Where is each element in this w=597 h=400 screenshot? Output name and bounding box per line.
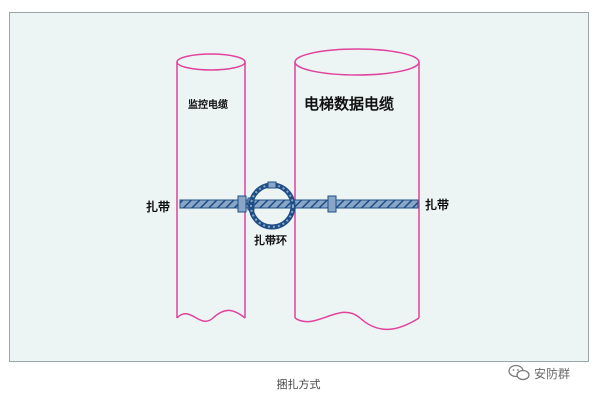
monitoring-cable-label: 监控电缆 xyxy=(188,100,228,111)
elevator-data-cable-label: 电梯数据电缆 xyxy=(304,95,395,113)
elevator-data-cable xyxy=(294,48,420,331)
chat-bubble-icon xyxy=(508,364,530,381)
tie-ring-label: 扎带环 xyxy=(254,234,287,247)
cable-tie-strap xyxy=(179,195,419,213)
cable-tie-ring xyxy=(248,181,296,230)
monitoring-cable xyxy=(176,53,246,322)
diagram-frame xyxy=(9,12,589,362)
watermark-text: 安防群 xyxy=(534,366,571,381)
watermark: 安防群 xyxy=(508,364,570,382)
figure-caption: 捆扎方式 xyxy=(276,378,321,391)
tie-label-right: 扎带 xyxy=(425,198,450,212)
tie-label-left: 扎带 xyxy=(146,200,171,214)
